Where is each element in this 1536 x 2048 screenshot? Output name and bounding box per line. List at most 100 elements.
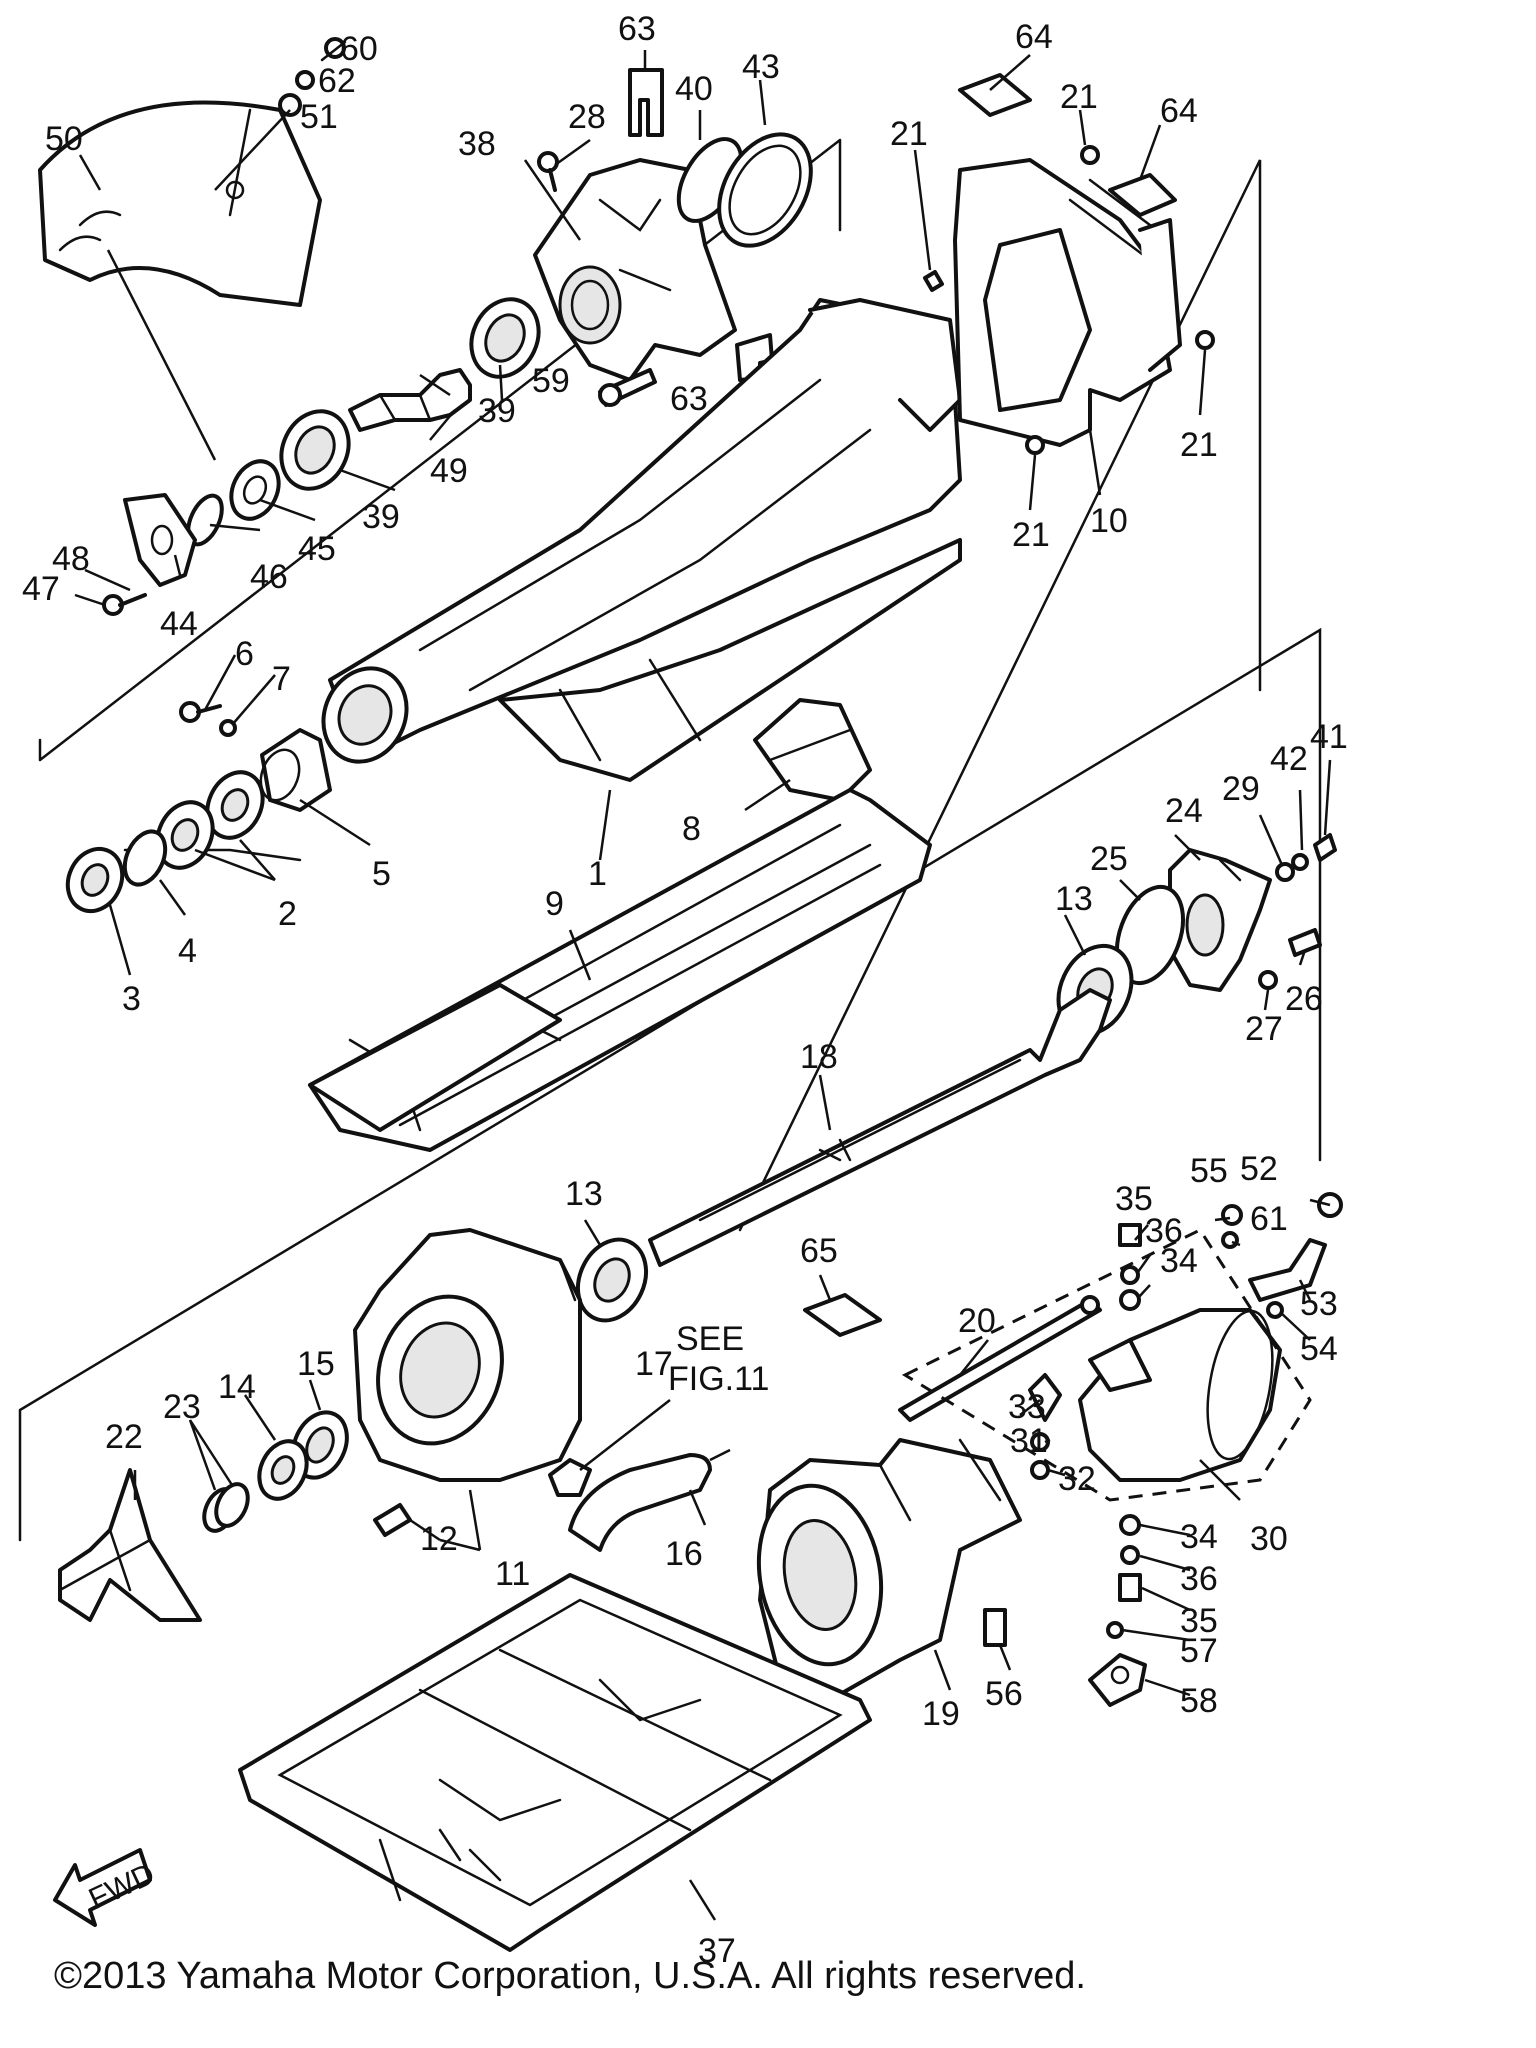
part-label-8: 8 [682, 810, 701, 848]
part-label-23: 23 [163, 1388, 201, 1426]
bearing-39-upper [469, 297, 541, 379]
part-label-64-right: 64 [1160, 92, 1198, 130]
part-label-39-upper: 39 [478, 392, 516, 430]
part-label-42: 42 [1270, 740, 1308, 778]
part-label-32: 32 [1058, 1460, 1096, 1498]
part-label-25: 25 [1090, 840, 1128, 878]
bolt-60 [320, 37, 347, 62]
part-label-61: 61 [1250, 1200, 1288, 1238]
copyright-notice: ©2013 Yamaha Motor Corporation, U.S.A. A… [54, 1955, 1086, 1997]
part-label-62: 62 [318, 62, 356, 100]
part-labels: 50 60 62 51 63 28 38 40 43 64 21 64 21 2… [22, 10, 1348, 1970]
screw-47 [102, 593, 147, 616]
screw-57 [1106, 1621, 1124, 1639]
part-label-28: 28 [568, 98, 606, 136]
liner-15 [291, 1410, 349, 1480]
bushing-34-lower [1119, 1514, 1141, 1536]
cap-44 [123, 493, 197, 587]
bolt-28 [537, 151, 559, 192]
rod-20 [898, 1295, 1102, 1422]
screw-54 [1266, 1301, 1284, 1319]
nut-29 [1275, 862, 1295, 882]
shaft-49 [348, 368, 472, 432]
drive-shaft-18 [648, 988, 1112, 1267]
part-label-29: 29 [1222, 770, 1260, 808]
part-label-59: 59 [532, 362, 570, 400]
nozzle-assembly-outline [901, 1228, 1312, 1502]
part-label-58: 58 [1180, 1682, 1218, 1720]
part-label-21-c: 21 [1180, 426, 1218, 464]
steering-nozzle-30 [1078, 1308, 1282, 1482]
pump-housing-1 [321, 298, 962, 782]
part-label-30: 30 [1250, 1520, 1288, 1558]
part-label-56: 56 [985, 1675, 1023, 1713]
bolt-35-upper [1118, 1223, 1142, 1247]
washer-36-upper [1120, 1265, 1140, 1285]
part-label-51: 51 [300, 98, 338, 136]
part-label-5: 5 [372, 855, 391, 893]
part-label-36-upper: 36 [1145, 1212, 1183, 1250]
ring-43 [717, 132, 813, 248]
part-label-6: 6 [235, 635, 254, 673]
bearing-13-lower [575, 1237, 649, 1323]
part-label-36-lower: 36 [1180, 1560, 1218, 1598]
part-label-50: 50 [45, 120, 83, 158]
part-label-27: 27 [1245, 1010, 1283, 1048]
plate-58 [1088, 1653, 1147, 1707]
part-label-12: 12 [420, 1520, 458, 1558]
bearings-2 [155, 770, 265, 870]
part-label-47: 47 [22, 570, 60, 608]
leader-lines [74, 50, 1332, 1921]
impeller-22 [58, 1468, 202, 1622]
part-label-38: 38 [458, 125, 496, 163]
part-label-34-lower: 34 [1180, 1518, 1218, 1556]
part-label-41: 41 [1310, 718, 1348, 756]
part-label-18: 18 [800, 1038, 838, 1076]
ride-plate-9 [308, 788, 932, 1152]
part-label-39-lower: 39 [362, 498, 400, 536]
part-label-45: 45 [298, 530, 336, 568]
part-label-65: 65 [800, 1232, 838, 1270]
part-label-53: 53 [1300, 1285, 1338, 1323]
bearing-14 [257, 1439, 309, 1501]
fitting-17 [548, 1458, 592, 1497]
bolt-26 [1288, 928, 1322, 957]
washer-42 [1291, 853, 1309, 871]
nut-21-a [1080, 145, 1100, 165]
part-label-63-mid: 63 [670, 380, 708, 418]
intake-grate-37 [238, 1573, 872, 1952]
fig-reference: FIG.11 [668, 1360, 769, 1398]
seal-3 [65, 846, 125, 914]
part-label-63-top: 63 [618, 10, 656, 48]
impeller-housing-11 [353, 1228, 582, 1482]
bolt-6 [179, 701, 222, 723]
nut-51 [278, 93, 302, 117]
part-label-35-upper: 35 [1115, 1180, 1153, 1218]
washer-61 [1221, 1231, 1239, 1249]
bolt-59 [598, 368, 657, 407]
part-label-55: 55 [1190, 1152, 1228, 1190]
collar-45 [229, 459, 281, 521]
nut-21-c [1195, 330, 1215, 350]
hose-16 [568, 1453, 712, 1552]
part-label-60: 60 [340, 30, 378, 68]
part-label-46: 46 [250, 558, 288, 596]
part-label-14: 14 [218, 1368, 256, 1406]
see-reference: SEE [676, 1320, 744, 1358]
pad-64-left [958, 73, 1032, 117]
duct-10 [953, 158, 1182, 447]
part-label-57: 57 [1180, 1632, 1218, 1670]
bearing-39-lower [279, 409, 351, 491]
part-label-16: 16 [665, 1535, 703, 1573]
plate-63-top [628, 68, 664, 137]
part-label-9: 9 [545, 885, 564, 923]
part-label-37: 37 [698, 1932, 736, 1970]
washer-4 [122, 829, 168, 887]
part-label-52: 52 [1240, 1150, 1278, 1188]
washers-23 [202, 1482, 250, 1533]
bracket-33 [1028, 1373, 1062, 1422]
part-label-48: 48 [52, 540, 90, 578]
bushing-34-upper [1119, 1289, 1141, 1311]
part-label-21-a: 21 [1060, 78, 1098, 116]
